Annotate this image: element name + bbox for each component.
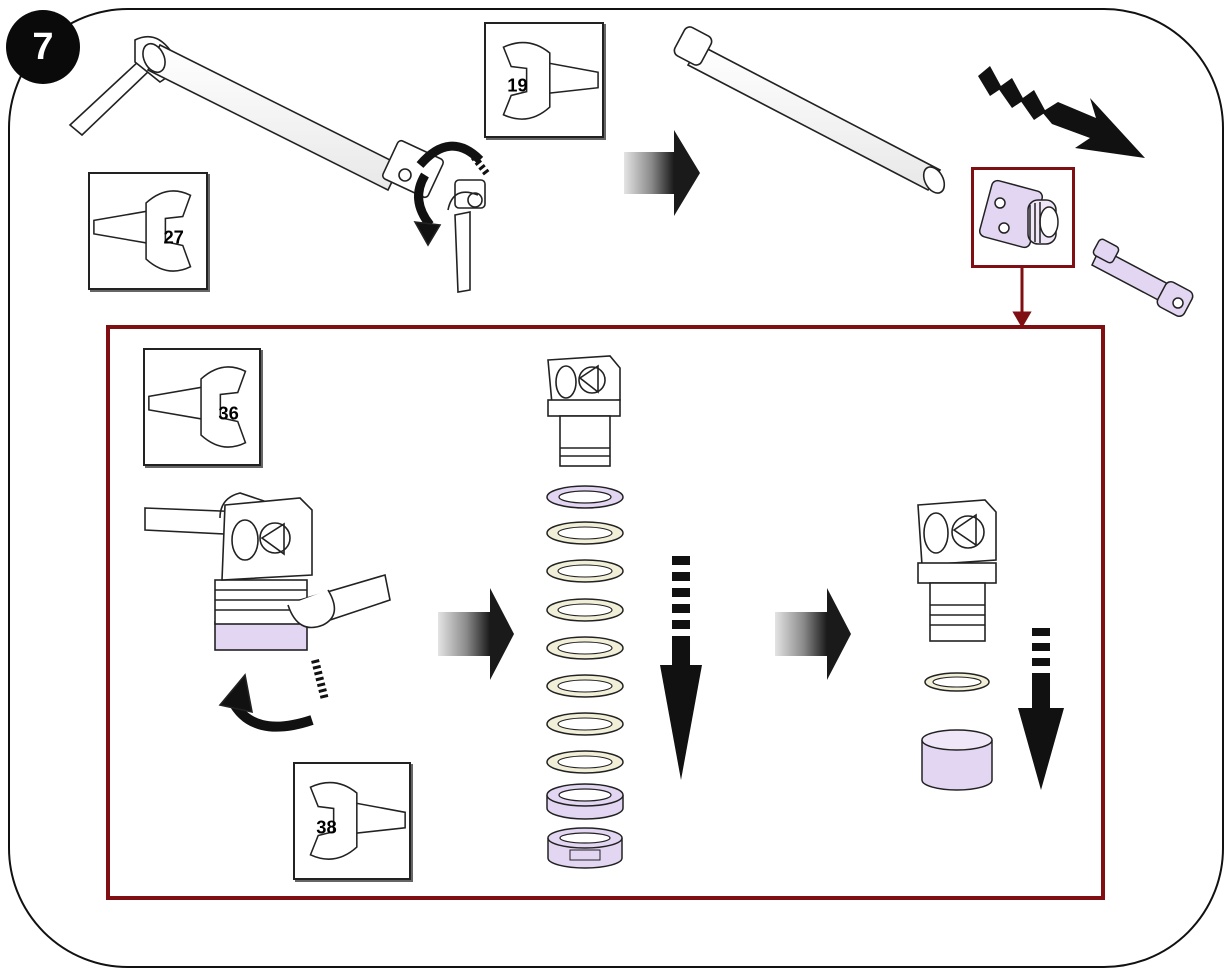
illustration-canvas <box>68 26 1194 869</box>
sleeve-lilac-right <box>921 729 993 791</box>
detail-connector-arrow <box>1012 268 1032 328</box>
wrench-callout-19: 19 <box>484 22 604 138</box>
wrench-callout-38: 38 <box>293 762 411 880</box>
housing-with-two-wrenches <box>144 492 391 732</box>
wrench-icon <box>309 781 406 860</box>
wrench-size-label: 38 <box>316 817 336 838</box>
process-arrow-icon-panel-right <box>775 588 851 680</box>
oring-right <box>924 672 990 692</box>
exploded-housing-top <box>547 355 621 467</box>
extension-tube <box>673 26 946 194</box>
wrench-size-label: 27 <box>163 227 183 248</box>
dashed-down-arrow-icon-right <box>1018 628 1064 790</box>
wrench-size-label: 36 <box>218 403 238 424</box>
detail-highlight-box <box>971 167 1075 268</box>
dashed-down-arrow-icon-center <box>660 556 702 780</box>
wrench-icon <box>502 41 599 120</box>
washer-stack <box>546 485 624 869</box>
step-number-badge: 7 <box>6 10 80 84</box>
wrench-callout-27: 27 <box>88 172 208 290</box>
detail-panel <box>106 325 1105 900</box>
wrench-icon <box>148 366 247 448</box>
nozzle-insert-lilac <box>1091 238 1194 318</box>
lance-assembly-with-wrenches <box>68 35 491 293</box>
wrench-icon <box>93 190 192 272</box>
step-number: 7 <box>32 25 54 68</box>
dashed-diagonal-arrow-icon <box>978 66 1145 158</box>
wrench-size-label: 19 <box>507 75 527 96</box>
process-arrow-icon-top <box>624 130 700 216</box>
process-arrow-icon-panel-left <box>438 588 514 680</box>
nozzle-housing-lilac <box>978 179 1059 249</box>
wrench-callout-36: 36 <box>143 348 261 466</box>
housing-assembled-right <box>917 499 997 642</box>
